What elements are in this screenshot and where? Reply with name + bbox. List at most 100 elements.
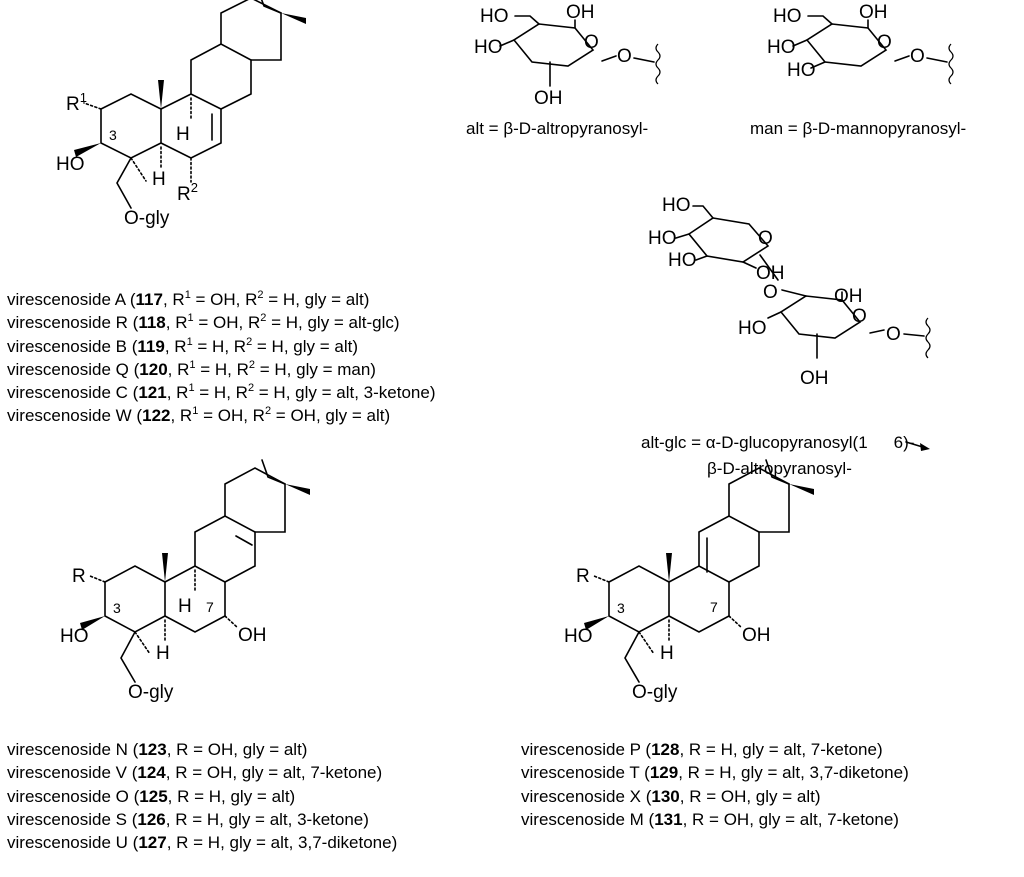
r2-superscript: 2 <box>248 358 256 371</box>
compound-list-bottom-right: virescenoside P (128, R = H, gly = alt, … <box>521 738 909 831</box>
br-ho-label: HO <box>564 626 593 647</box>
ho-label: HO <box>56 154 85 175</box>
compound-detail: = OH, R <box>198 406 265 426</box>
compound-number: 126 <box>137 809 166 829</box>
compound-name: virescenoside R ( <box>7 313 139 333</box>
bl-ho-label: HO <box>60 626 89 647</box>
scaffold-bottom-right: R 3 7 HO OH H O-gly <box>564 459 814 703</box>
compound-entry: virescenoside R (118, R1 = OH, R2 = H, g… <box>7 311 435 334</box>
alt2-ho-3: HO <box>738 318 767 339</box>
alt-ho-6: HO <box>480 6 509 27</box>
linkage-arrow-head <box>920 443 930 451</box>
glc-oh-2: OH <box>756 263 785 284</box>
r2-label: R <box>177 184 191 205</box>
caption-alt-glc-end: 6)- <box>893 433 915 452</box>
alt2-oh-2: OH <box>800 368 829 389</box>
r2-superscript: 2 <box>257 289 264 301</box>
r2-superscript: 2 <box>246 335 253 348</box>
compound-number: 130 <box>651 786 680 806</box>
man-oh-2: OH <box>859 2 888 23</box>
scaffold-bottom-left: R 3 7 H HO OH H O-gly <box>60 459 310 703</box>
r1-label: R <box>66 94 80 115</box>
br-r-label: R <box>576 566 590 587</box>
compound-name: virescenoside S ( <box>7 809 138 829</box>
man-ring-oxygen: O <box>877 32 892 53</box>
h5-label: H <box>152 169 166 190</box>
compound-number: 129 <box>649 763 679 783</box>
compound-name: virescenoside A ( <box>7 290 136 309</box>
compound-entry: virescenoside T (129, R = H, gly = alt, … <box>521 761 909 784</box>
compound-detail: , R = H, gly = alt, 3,7-diketone) <box>678 763 909 783</box>
r1-superscript: 1 <box>187 312 194 325</box>
r1-superscript: 1 <box>192 405 199 418</box>
bl-position-3: 3 <box>113 600 121 616</box>
r2-superscript: 2 <box>191 180 198 195</box>
r1-superscript: 1 <box>188 382 195 395</box>
alt-ho-3: HO <box>474 37 503 58</box>
compound-detail: , R = H, gly = alt, 3-ketone) <box>165 809 369 829</box>
br-position-3: 3 <box>617 600 625 616</box>
compound-number: 119 <box>137 336 165 356</box>
linkage-oxygen: O <box>763 282 778 303</box>
compound-number: 125 <box>139 786 168 806</box>
compound-entry: virescenoside C (121, R1 = H, R2 = H, gl… <box>7 381 435 404</box>
compound-entry: virescenoside Q (120, R1 = H, R2 = H, gl… <box>7 358 435 381</box>
compound-name: virescenoside C ( <box>7 383 139 403</box>
compound-detail: , R <box>167 359 190 379</box>
man-glycosidic-oxygen: O <box>910 46 925 67</box>
alt-glycosidic-oxygen: O <box>617 46 632 67</box>
compound-name: virescenoside X ( <box>521 786 652 806</box>
compound-detail: = H, gly = alt-glc) <box>266 313 400 333</box>
compound-entry: virescenoside U (127, R = H, gly = alt, … <box>7 831 397 854</box>
compound-detail: = H, R <box>195 359 249 379</box>
compound-detail: , R <box>165 313 188 333</box>
br-oh-label: OH <box>742 625 771 646</box>
compound-name: virescenoside O ( <box>7 786 140 806</box>
bl-r-label: R <box>72 566 86 587</box>
r2-superscript: 2 <box>264 405 272 418</box>
compound-list-bottom-left: virescenoside N (123, R = OH, gly = alt)… <box>7 738 397 854</box>
svg-text:R2: R2 <box>177 180 198 205</box>
sugar-alt: O HO OH HO OH O <box>474 2 661 109</box>
compound-name: virescenoside Q ( <box>7 359 140 379</box>
compound-detail: = H, gly = alt) <box>252 336 359 356</box>
compound-detail: , R <box>162 290 185 309</box>
caption-alt-glc-text: alt-glc = α-D-glucopyranosyl(1 <box>641 433 868 452</box>
r2-superscript: 2 <box>260 312 267 325</box>
compound-detail: = H, gly = alt, 3-ketone) <box>254 383 436 403</box>
alt-oh-4: OH <box>566 2 595 23</box>
sugar-man: O HO OH HO HO O <box>767 2 954 85</box>
alt2-oh-4: OH <box>834 286 863 307</box>
compound-name: virescenoside B ( <box>7 336 138 356</box>
compound-number: 128 <box>651 740 680 759</box>
compound-entry: virescenoside W (122, R1 = OH, R2 = OH, … <box>7 404 435 427</box>
compound-entry: virescenoside O (125, R = H, gly = alt) <box>7 785 397 808</box>
h9-label: H <box>176 124 190 145</box>
compound-number: 117 <box>135 290 163 309</box>
bl-h5-label: H <box>156 643 170 664</box>
compound-detail: = OH, R <box>193 313 261 333</box>
br-h5-label: H <box>660 643 674 664</box>
alt-ring-oxygen: O <box>584 32 599 53</box>
compound-name: virescenoside N ( <box>7 740 139 759</box>
compound-detail: , R = OH, gly = alt) <box>679 786 821 806</box>
r1-superscript: 1 <box>184 289 191 301</box>
compound-detail: = OH, gly = alt) <box>271 406 391 426</box>
compound-list-top: virescenoside A (117, R1 = OH, R2 = H, g… <box>7 288 435 428</box>
br-o-gly-label: O-gly <box>632 682 678 703</box>
alt2-ring-oxygen: O <box>852 306 867 327</box>
compound-detail: = H, R <box>192 336 247 356</box>
compound-detail: , R = OH, gly = alt, 7-ketone) <box>165 763 383 783</box>
bl-position-7: 7 <box>206 599 214 615</box>
compound-detail: , R = H, gly = alt) <box>167 786 296 806</box>
caption-alt-glc-line1: alt-glc = α-D-glucopyranosyl(1 6)- <box>641 433 914 453</box>
caption-alt: alt = β-D-altropyranosyl- <box>466 119 649 138</box>
compound-entry: virescenoside A (117, R1 = OH, R2 = H, g… <box>7 288 435 311</box>
bl-o-gly-label: O-gly <box>128 682 174 703</box>
compound-detail: = H, gly = man) <box>255 359 376 379</box>
compound-detail: , R = H, gly = alt, 7-ketone) <box>679 740 883 759</box>
compound-entry: virescenoside B (119, R1 = H, R2 = H, gl… <box>7 335 435 358</box>
glc-ring-oxygen: O <box>758 228 773 249</box>
